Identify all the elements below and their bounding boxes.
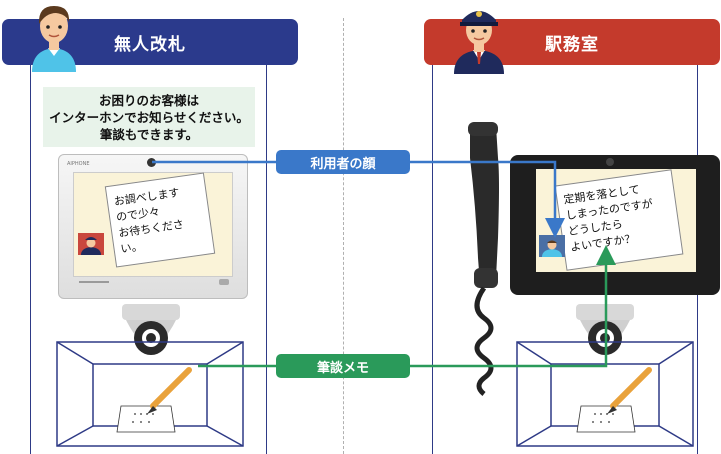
center-divider — [343, 18, 344, 454]
user-thumbnail-icon — [542, 240, 562, 257]
staff-thumbnail — [78, 233, 104, 255]
notice-text: お困りのお客様は インターホンでお知らせください。 筆談もできます。 — [49, 92, 249, 142]
left-writing-box — [56, 341, 244, 447]
left-intercom-device: AIPHONE お調べします ので少々 お待ちください。 — [58, 154, 248, 299]
left-header-title: 無人改札 — [114, 34, 186, 55]
left-guide-line-outer — [30, 65, 31, 454]
staff-thumbnail-icon — [81, 237, 101, 255]
left-pencil-icon — [147, 367, 192, 414]
handset-icon — [468, 122, 499, 396]
left-monitor-screen: お調べします ので少々 お待ちください。 — [73, 172, 233, 277]
left-camera-icon — [147, 158, 156, 167]
staff-avatar-icon — [454, 11, 504, 74]
memo-flow-label: 筆談メモ — [276, 354, 410, 378]
right-writing-box — [516, 341, 694, 447]
right-pencil-icon — [607, 367, 652, 414]
left-dome-camera-icon — [122, 304, 180, 355]
right-guide-line-inner — [432, 65, 433, 454]
user-thumbnail — [539, 235, 565, 257]
left-device-button — [219, 279, 229, 285]
notice-sign: お困りのお客様は インターホンでお知らせください。 筆談もできます。 — [43, 87, 255, 147]
face-flow-label-text: 利用者の顔 — [310, 156, 376, 172]
right-header-title: 駅務室 — [545, 34, 599, 55]
device-brand-label: AIPHONE — [67, 161, 90, 167]
left-guide-line-inner — [266, 65, 267, 454]
memo-flow-arrow — [198, 245, 616, 368]
face-flow-label: 利用者の顔 — [276, 150, 410, 174]
memo-flow-label-text: 筆談メモ — [316, 360, 369, 376]
speaker-grille — [79, 281, 109, 283]
passenger-avatar-icon — [32, 6, 76, 72]
right-camera-icon — [606, 158, 614, 166]
